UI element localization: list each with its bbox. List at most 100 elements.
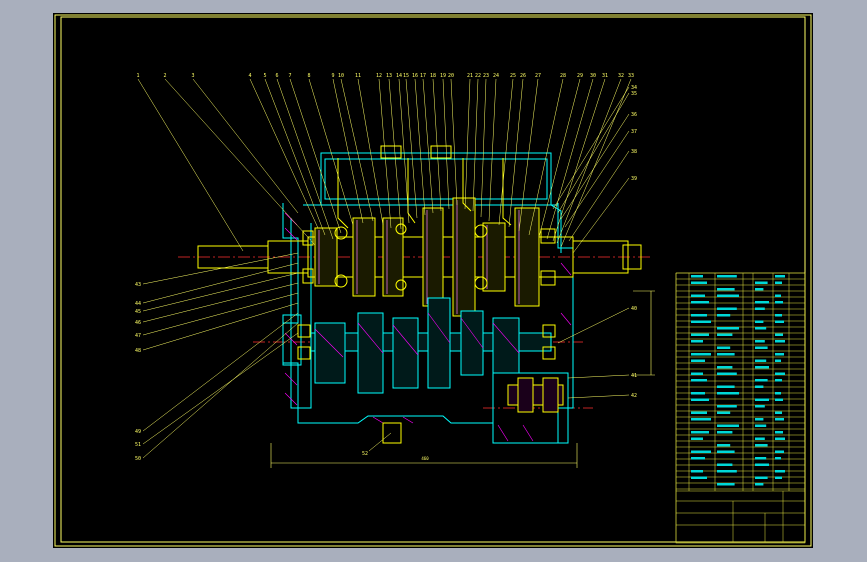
table-text-mark	[717, 405, 737, 408]
table-text-mark	[717, 463, 733, 466]
drain-plug	[382, 422, 402, 444]
leader-line	[142, 312, 299, 432]
part-label: 17	[420, 73, 426, 79]
leader-line	[414, 78, 426, 216]
table-text-mark	[691, 379, 707, 382]
table-text-mark	[755, 463, 769, 466]
leader-line	[340, 78, 374, 222]
part-label: 12	[376, 73, 382, 79]
leader-line	[450, 78, 458, 206]
part-label: 44	[135, 301, 141, 307]
part-label: 3	[191, 73, 194, 79]
part-label: 40	[631, 306, 637, 312]
leader-line	[378, 78, 392, 229]
table-text-mark	[755, 359, 767, 362]
table-text-mark	[691, 398, 709, 401]
leader-line	[567, 394, 630, 399]
table-text-mark	[775, 457, 781, 460]
leader-line	[564, 130, 630, 228]
part-label: 10	[338, 73, 344, 79]
table-text-mark	[755, 483, 764, 486]
table-text-mark	[775, 275, 785, 278]
table-text-mark	[755, 320, 764, 323]
table-text-mark	[755, 398, 769, 401]
table-text-mark	[755, 288, 764, 291]
part-label: 18	[430, 73, 436, 79]
bearings	[297, 223, 556, 360]
part-label: 23	[483, 73, 489, 79]
table-text-mark	[755, 418, 764, 421]
table-text-mark	[691, 294, 705, 297]
outer-frame	[54, 14, 812, 547]
leader-line	[405, 78, 418, 219]
part-label: 8	[307, 73, 310, 79]
table-text-mark	[775, 333, 783, 336]
table-text-mark	[717, 353, 735, 356]
leader-line	[388, 78, 402, 230]
leader-line	[488, 78, 497, 222]
part-label: 49	[135, 429, 141, 435]
leader-line	[142, 292, 299, 336]
table-text-mark	[717, 450, 735, 453]
leader-line	[557, 307, 630, 344]
part-label: 29	[577, 73, 583, 79]
leader-line	[568, 150, 630, 242]
table-text-mark	[775, 353, 784, 356]
part-label: 4	[248, 73, 251, 79]
counter-shaft	[310, 297, 552, 394]
table-text-mark	[691, 333, 709, 336]
leader-line	[552, 86, 630, 210]
leader-line	[518, 78, 539, 232]
table-text-mark	[775, 437, 785, 440]
part-label: 41	[631, 373, 637, 379]
table-text-mark	[755, 444, 768, 447]
leader-line	[398, 78, 410, 224]
title-block	[675, 490, 806, 543]
table-text-mark	[717, 366, 733, 369]
leader-line	[472, 78, 479, 212]
leader-line	[142, 282, 299, 323]
table-text-mark	[717, 307, 737, 310]
leader-line	[357, 78, 384, 226]
shift-forks	[337, 145, 512, 229]
table-text-mark	[691, 450, 711, 453]
table-text-mark	[775, 294, 781, 297]
part-label: 26	[520, 73, 526, 79]
table-text-mark	[717, 392, 739, 395]
table-text-mark	[691, 437, 703, 440]
table-text-mark	[691, 476, 707, 479]
table-text-mark	[775, 392, 781, 395]
table-text-mark	[717, 431, 733, 434]
part-label: 32	[618, 73, 624, 79]
part-label: 16	[412, 73, 418, 79]
table-text-mark	[691, 353, 711, 356]
table-text-mark	[775, 320, 784, 323]
part-label: 9	[331, 73, 334, 79]
leader-line	[264, 78, 326, 236]
leader-line	[142, 322, 299, 459]
part-label: 31	[602, 73, 608, 79]
table-text-mark	[755, 281, 768, 284]
leader-line	[142, 302, 299, 351]
table-text-mark	[691, 281, 707, 284]
leader-line	[464, 78, 471, 210]
part-label: 7	[288, 73, 291, 79]
part-label: 35	[631, 91, 637, 97]
table-text-mark	[717, 333, 733, 336]
bottom-part-labels: 52	[362, 451, 368, 457]
table-text-mark	[755, 424, 767, 427]
table-text-mark	[775, 301, 783, 304]
part-label: 43	[135, 282, 141, 288]
table-text-mark	[755, 405, 765, 408]
table-text-mark	[691, 301, 709, 304]
leader-line	[498, 78, 514, 226]
part-label: 28	[560, 73, 566, 79]
table-text-mark	[775, 281, 782, 284]
part-label: 14	[396, 73, 402, 79]
part-label: 27	[535, 73, 541, 79]
table-text-mark	[691, 457, 705, 460]
